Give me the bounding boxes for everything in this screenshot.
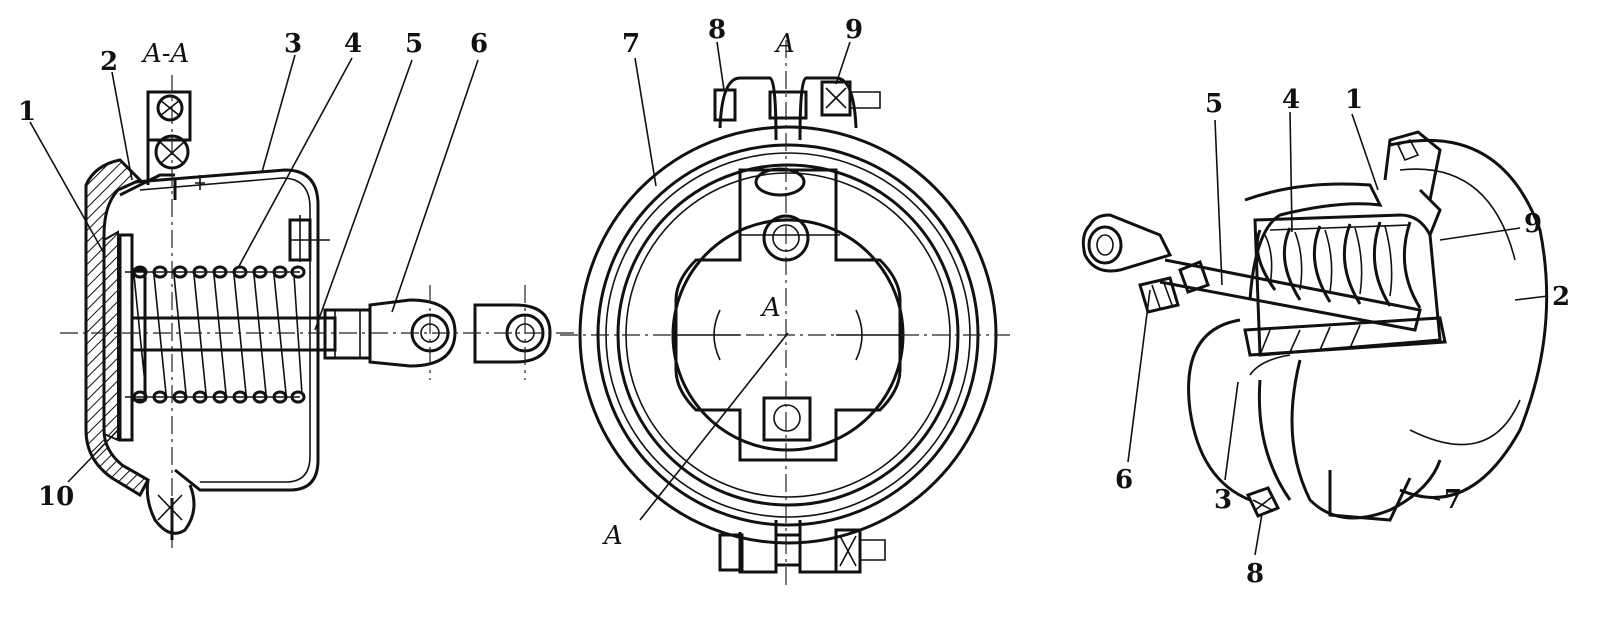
iso-callout-7: 7 — [1444, 485, 1462, 515]
push-rod — [132, 308, 372, 360]
iso-callout-5: 5 — [1205, 89, 1223, 119]
iso-callout-2: 2 — [1552, 282, 1570, 312]
front-top-clamp — [713, 76, 881, 141]
callout-2: 2 — [100, 47, 118, 77]
callout-3: 3 — [284, 29, 302, 59]
section-title: A-A — [141, 39, 189, 69]
iso-callout-3: 3 — [1214, 485, 1232, 515]
callout-9: 9 — [845, 15, 863, 45]
front-callouts: 7 8 9 — [622, 15, 863, 187]
iso-clevis — [1081, 213, 1173, 273]
housing-body — [134, 168, 330, 492]
callout-10: 10 — [38, 482, 74, 512]
iso-callout-8: 8 — [1246, 559, 1264, 589]
iso-callout-4: 4 — [1282, 85, 1300, 115]
return-spring — [125, 265, 306, 404]
iso-callout-6: 6 — [1115, 465, 1133, 495]
iso-spring — [1243, 221, 1447, 357]
front-bottom-clamp — [718, 520, 886, 574]
iso-callout-1: 1 — [1345, 85, 1363, 115]
mounting-bracket — [146, 90, 192, 185]
diaphragm — [103, 173, 175, 442]
clevis — [368, 298, 552, 368]
front-inner-spider — [671, 167, 905, 462]
left-callouts: 1 2 3 4 5 6 10 — [18, 29, 488, 512]
callout-6: 6 — [470, 29, 488, 59]
push-plate — [118, 233, 147, 442]
section-mark-top: A — [774, 29, 795, 59]
isometric-view: 5 4 1 9 2 6 3 8 7 — [1081, 85, 1570, 589]
callout-1: 1 — [18, 97, 36, 127]
iso-callouts: 5 4 1 9 2 6 3 8 7 — [1115, 85, 1570, 589]
lower-lug — [145, 479, 196, 540]
callout-5: 5 — [405, 29, 423, 59]
callout-4: 4 — [344, 29, 362, 59]
iso-callout-9: 9 — [1524, 209, 1542, 239]
iso-push-rod — [1138, 258, 1422, 332]
callout-8: 8 — [708, 15, 726, 45]
section-view: A-A 1 2 3 4 5 6 10 — [18, 29, 580, 548]
callout-7: 7 — [622, 29, 640, 59]
section-mark-center: A — [760, 293, 781, 323]
section-mark-bottom: A — [602, 521, 623, 551]
front-view: A A A 7 8 9 — [560, 15, 1010, 590]
